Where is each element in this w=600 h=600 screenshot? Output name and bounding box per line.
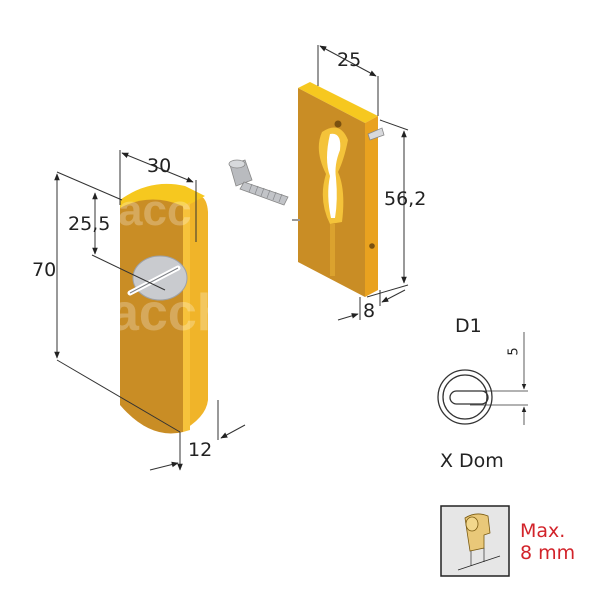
dimension-lines-back — [317, 45, 409, 321]
slot-dimension: 5 — [506, 347, 522, 356]
counterplate — [292, 82, 385, 297]
dim-hole-offset: 25,5 — [68, 213, 111, 235]
dim-height-front: 70 — [32, 259, 57, 281]
escutcheon — [120, 183, 208, 434]
svg-text:acch: acch — [110, 284, 229, 342]
dim-width-back: 25 — [337, 49, 362, 71]
dim-width-front: 30 — [147, 155, 172, 177]
projection-icon — [440, 505, 510, 577]
profile-caption: X Dom — [440, 450, 504, 472]
d1-profile-drawing — [437, 332, 528, 425]
dim-height-back: 56,2 — [384, 188, 427, 210]
dimension-lines-front — [54, 150, 246, 471]
svg-text:acc: acc — [118, 186, 191, 235]
dim-depth-back: 8 — [363, 300, 376, 322]
dim-depth-front: 12 — [188, 439, 213, 461]
profile-code: D1 — [455, 315, 482, 337]
max-label: Max. — [520, 520, 566, 542]
fixing-screw — [228, 159, 289, 206]
max-value: 8 mm — [520, 542, 576, 564]
watermark: acc acch — [110, 186, 229, 342]
